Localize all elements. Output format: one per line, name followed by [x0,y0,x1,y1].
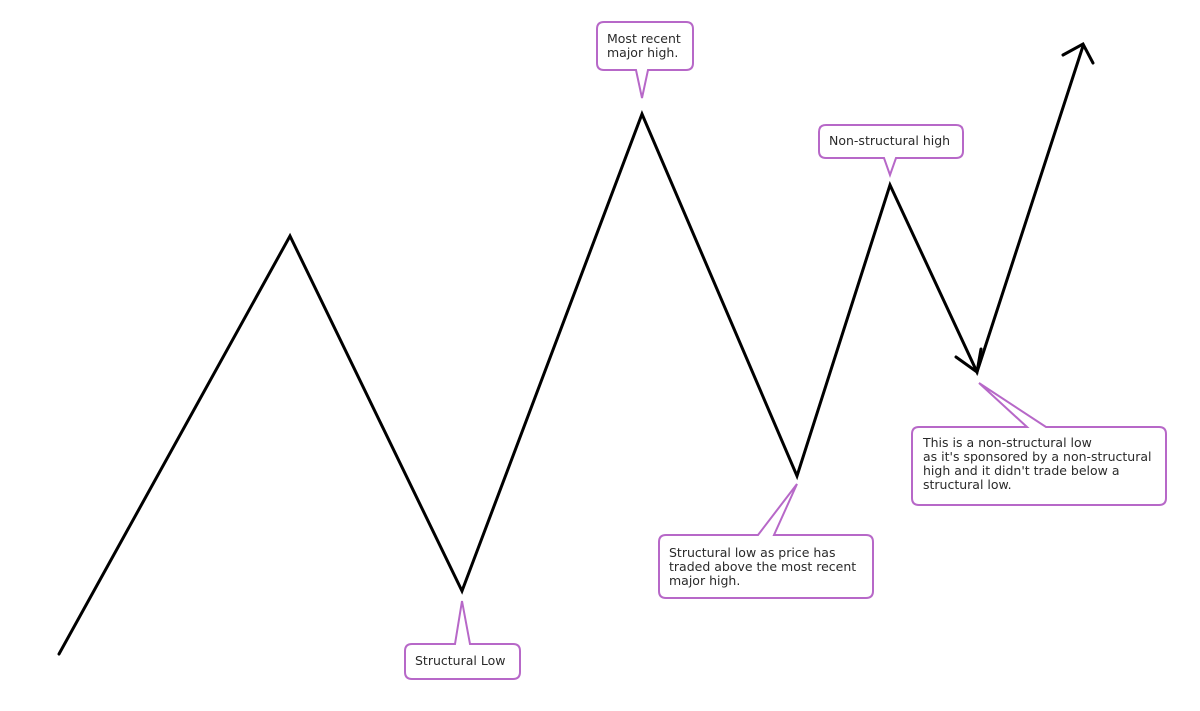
callout-text-structural-low: Structural Low [415,653,506,668]
arrow-up-icon [1061,41,1095,65]
callout-structural-low-above-high [658,483,874,599]
callout-most-recent-major-high [596,21,694,99]
arrow-down-icon [954,347,983,375]
callout-text-structural-low-above-high: Structural low as price has traded above… [669,545,857,588]
callout-text-non-structural-high: Non-structural high [829,133,951,148]
price-swing-line [57,44,1085,656]
callout-text-non-structural-low: This is a non-structural low as it's spo… [923,435,1152,492]
callout-non-structural-high [818,124,964,179]
callout-text-most-recent-major-high: Most recent major high. [607,31,681,60]
callout-non-structural-low [911,382,1167,506]
callout-structural-low [404,600,521,680]
